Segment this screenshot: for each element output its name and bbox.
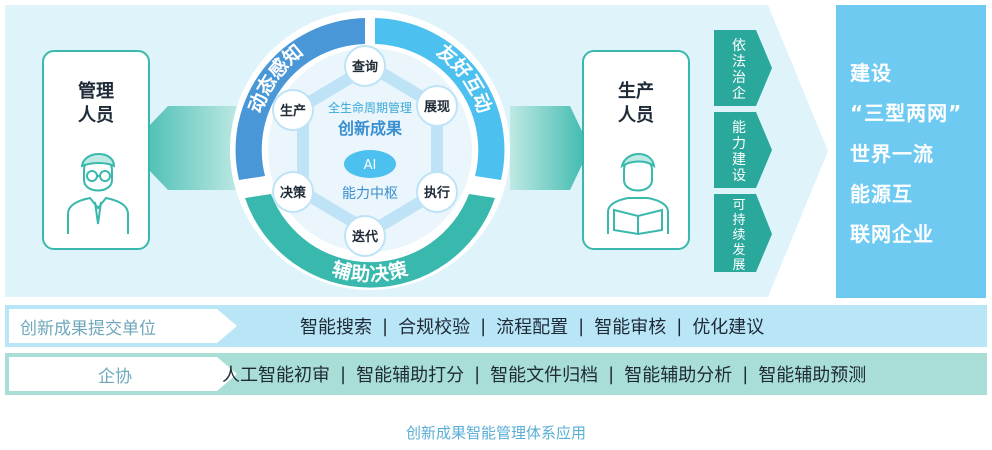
svg-text:决策: 决策 bbox=[280, 185, 307, 201]
goal-line-4: 能源互 bbox=[850, 182, 913, 206]
bar2-item-5: 智能辅助预测 bbox=[758, 365, 867, 386]
side-tab-3-shape bbox=[714, 194, 772, 272]
svg-text:查询: 查询 bbox=[351, 59, 378, 75]
ring-arc-left bbox=[235, 18, 365, 180]
center-title: 创新成果 bbox=[337, 119, 402, 138]
node-iterate: 迭代 bbox=[344, 215, 386, 257]
manager-person-icon bbox=[67, 153, 129, 234]
center-bottom-text: 能力中枢 bbox=[342, 186, 398, 202]
bar2-item-3: 智能文件归档 bbox=[490, 365, 599, 386]
bar2-item-2: 智能辅助打分 bbox=[356, 365, 465, 386]
bar2-item-1: 人工智能初审 bbox=[222, 365, 330, 386]
bar1-item-3: 流程配置 bbox=[496, 317, 569, 338]
manager-label-line2: 人员 bbox=[78, 105, 114, 126]
goal-box: 建设 “三型两网” 世界一流 能源互 联网企业 bbox=[836, 5, 986, 298]
goal-line-1: 建设 bbox=[850, 61, 892, 85]
manager-label-line1: 管理 bbox=[78, 81, 114, 102]
side-tab-2-shape bbox=[714, 112, 772, 188]
side-tabs bbox=[714, 30, 772, 272]
bar-association bbox=[5, 353, 987, 395]
lifecycle-ring: 动态感知 友好互动 辅助决策 全生命周期管理 创新成果 AI 能力中枢 查询 展… bbox=[230, 10, 510, 290]
bar-association-label: 企协 bbox=[98, 367, 132, 387]
svg-text:执行: 执行 bbox=[424, 185, 450, 201]
ai-badge bbox=[344, 150, 396, 178]
manager-box: 管理 人员 bbox=[42, 50, 150, 250]
right-connector-arrow bbox=[510, 106, 590, 190]
side-tab-1-text: 依法治企 bbox=[732, 38, 746, 102]
svg-text:生产: 生产 bbox=[280, 103, 306, 119]
left-connector-arrow bbox=[128, 106, 240, 190]
bar-submitter bbox=[5, 305, 987, 347]
bar-submitter-items: 智能搜索| 合规校验| 流程配置| 智能审核| 优化建议 bbox=[300, 313, 764, 339]
side-tab-2-text: 能力建设 bbox=[732, 120, 746, 184]
side-tab-1-shape bbox=[714, 30, 772, 106]
ring-arc-right bbox=[375, 18, 505, 180]
node-display: 展现 bbox=[416, 85, 458, 127]
node-query: 查询 bbox=[344, 45, 386, 87]
bar1-item-2: 合规校验 bbox=[398, 317, 471, 338]
bar1-item-5: 优化建议 bbox=[692, 317, 765, 338]
reader-person-icon bbox=[607, 153, 669, 236]
bar1-item-4: 智能审核 bbox=[594, 317, 667, 338]
center-top-text: 全生命周期管理 bbox=[328, 100, 412, 115]
bar-submitter-label: 创新成果提交单位 bbox=[20, 319, 156, 339]
figure-caption: 创新成果智能管理体系应用 bbox=[405, 424, 586, 442]
ai-badge-text: AI bbox=[364, 158, 377, 173]
ring-arc-bottom bbox=[245, 194, 495, 288]
node-produce: 生产 bbox=[272, 89, 314, 131]
svg-text:展现: 展现 bbox=[424, 100, 450, 115]
bar2-item-4: 智能辅助分析 bbox=[624, 365, 733, 386]
bar-association-items: 人工智能初审| 智能辅助打分| 智能文件归档| 智能辅助分析| 智能辅助预测 bbox=[222, 361, 866, 387]
goal-line-5: 联网企业 bbox=[850, 222, 934, 246]
producer-label-line2: 人员 bbox=[618, 105, 654, 126]
goal-line-2: “三型两网” bbox=[850, 101, 963, 125]
node-decide: 决策 bbox=[272, 171, 314, 213]
svg-text:迭代: 迭代 bbox=[352, 229, 378, 245]
side-tab-3-text: 可持续发展 bbox=[732, 198, 746, 273]
producer-label-line1: 生产 bbox=[618, 81, 654, 102]
bar1-item-1: 智能搜索 bbox=[300, 317, 372, 338]
goal-line-3: 世界一流 bbox=[850, 142, 934, 166]
producer-box: 生产 人员 bbox=[582, 50, 690, 250]
node-execute: 执行 bbox=[416, 171, 458, 213]
